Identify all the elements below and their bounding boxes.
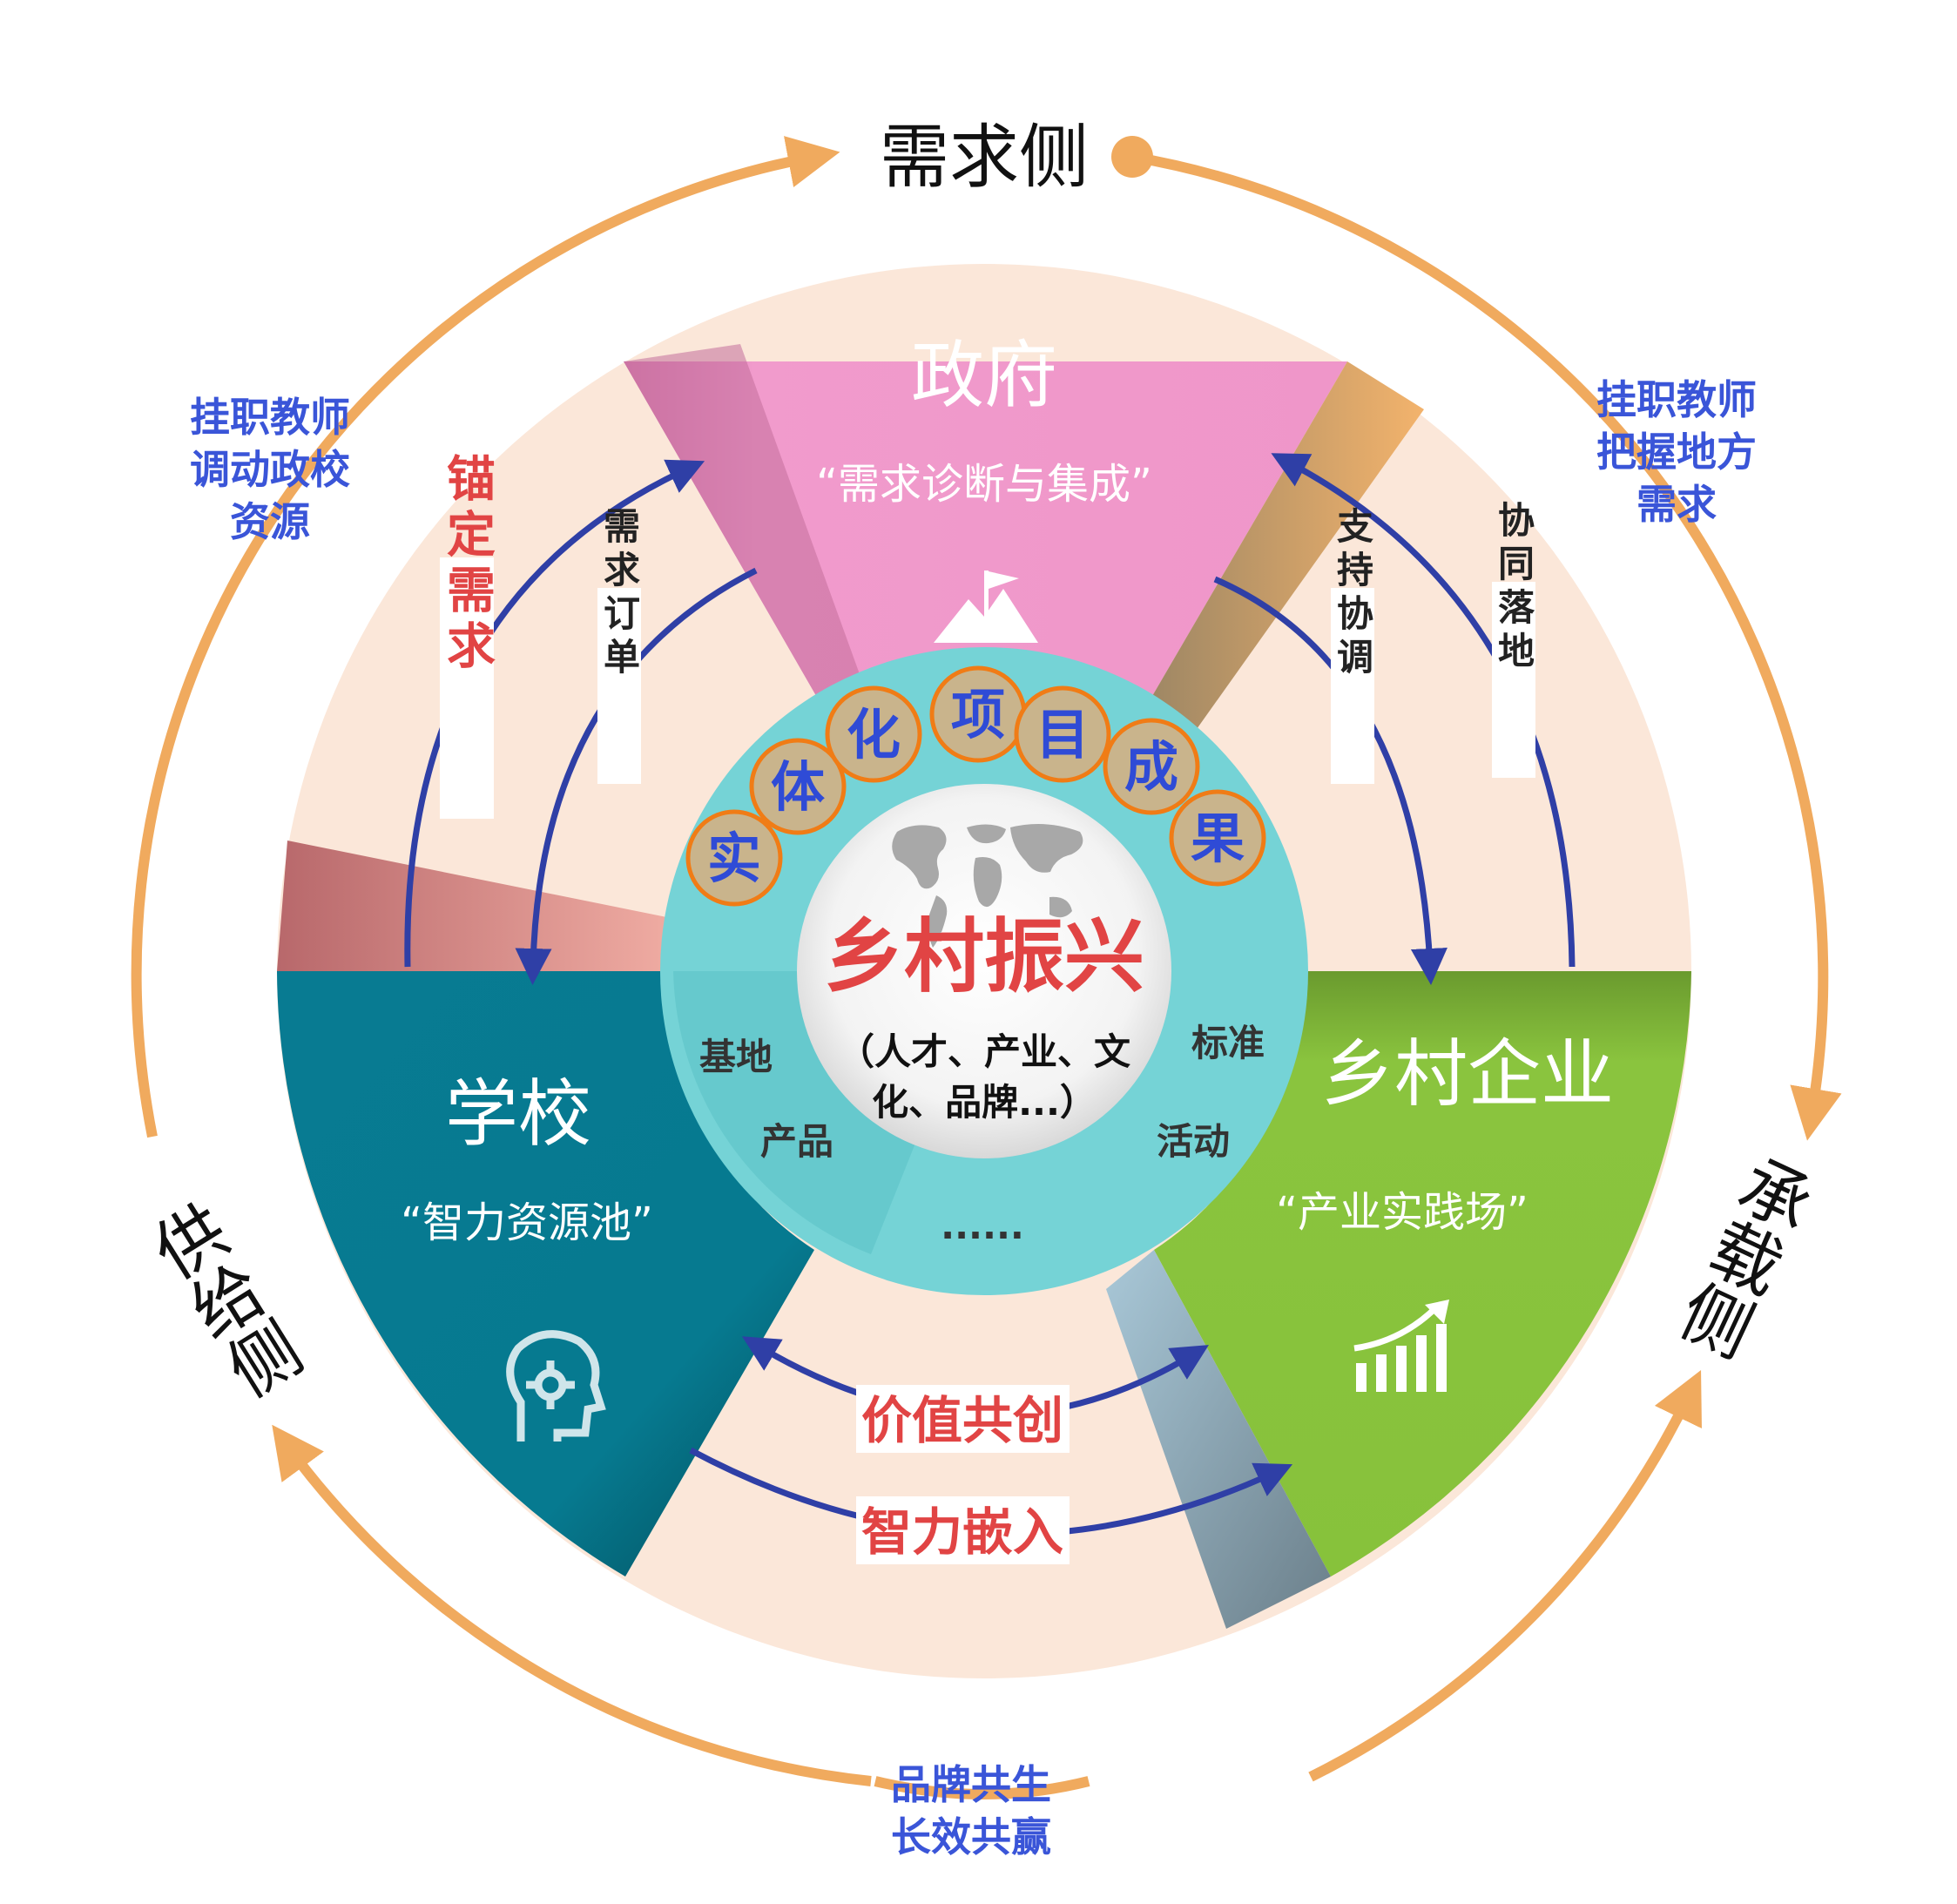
label-support-coord-text: 支持协调 bbox=[1332, 507, 1374, 681]
badge-circle bbox=[825, 685, 922, 783]
supply-side-label: 供给侧 bbox=[132, 1192, 312, 1413]
label-demand-order-text: 需求订单 bbox=[598, 507, 641, 681]
enterprise-subtitle: “产业实践场” bbox=[1276, 1188, 1528, 1237]
badge-character: 果 bbox=[1191, 807, 1245, 870]
enterprise-title: 乡村企业 bbox=[1321, 1031, 1614, 1117]
government-title: 政府 bbox=[911, 333, 1057, 418]
world-map-icon bbox=[892, 824, 1083, 948]
badge-circle bbox=[1169, 789, 1266, 887]
gov-sector-shadow bbox=[624, 344, 871, 723]
note-top-left: 挂职教师 调动政校 资源 bbox=[190, 394, 350, 545]
center-subtitle-line1: （人才、产业、文 bbox=[838, 1030, 1130, 1073]
badge-character: 目 bbox=[1036, 703, 1090, 766]
cycle-arrow-top-right bbox=[1111, 136, 1842, 1141]
label-value-cocreate-text: 价值共创 bbox=[861, 1391, 1063, 1450]
carrier-side-text: 承载侧 bbox=[1661, 1143, 1823, 1367]
badge-character: 实 bbox=[707, 827, 761, 890]
label-collab-landing: 协同落地 bbox=[1492, 501, 1535, 778]
cycle-arrow-bottom-center bbox=[874, 1776, 1090, 1799]
note-top-left-line2: 调动政校 bbox=[190, 446, 350, 493]
label-demand-order: 需求订单 bbox=[597, 507, 641, 784]
ring-item-base: 基地 bbox=[699, 1036, 773, 1078]
cycle-arrow-bottom-right bbox=[1308, 1369, 1702, 1782]
label-value-cocreate: 价值共创 bbox=[856, 1385, 1070, 1453]
demand-side-label: 需求侧 bbox=[880, 117, 1089, 198]
badge-character: 化 bbox=[847, 703, 901, 766]
label-anchor-demand-text: 锚定需求 bbox=[439, 453, 496, 676]
label-intellect-embed: 智力嵌入 bbox=[856, 1496, 1070, 1564]
badge-circle bbox=[685, 809, 783, 907]
pink-wedge bbox=[277, 841, 697, 971]
note-top-left-line3: 资源 bbox=[230, 498, 310, 545]
note-top-right-line2: 把握地方 bbox=[1596, 429, 1757, 476]
note-bottom-line1: 品牌共生 bbox=[891, 1761, 1051, 1808]
school-sector bbox=[277, 971, 814, 1577]
note-bottom-line2: 长效共赢 bbox=[891, 1813, 1051, 1860]
center-subtitle-line2: 化、品牌...） bbox=[872, 1081, 1097, 1124]
badge-character: 成 bbox=[1124, 735, 1178, 799]
project-results-badges: 实体化项目成果 bbox=[685, 665, 1266, 907]
center-title: 乡村振兴 bbox=[824, 910, 1144, 1003]
note-top-left-line1: 挂职教师 bbox=[190, 394, 350, 441]
bar-chart-growth-icon bbox=[1353, 1300, 1449, 1392]
cycle-arrow-top-left bbox=[131, 136, 840, 1138]
center-disk bbox=[797, 784, 1171, 1158]
note-top-right-line1: 挂职教师 bbox=[1596, 376, 1757, 423]
note-top-right-line3: 需求 bbox=[1636, 481, 1717, 528]
cycle-arrow-bottom-left bbox=[272, 1424, 872, 1786]
supply-side-text: 供给侧 bbox=[132, 1192, 312, 1413]
badge-circle bbox=[1014, 685, 1111, 783]
ring-item-product: 产品 bbox=[760, 1120, 833, 1163]
label-intellect-embed-text: 智力嵌入 bbox=[861, 1502, 1063, 1562]
ring-item-standard: 标准 bbox=[1191, 1022, 1265, 1064]
badge-character: 项 bbox=[951, 683, 1005, 746]
label-anchor-demand: 锚定需求 bbox=[439, 453, 496, 819]
label-collab-landing-text: 协同落地 bbox=[1493, 501, 1535, 675]
note-top-right: 挂职教师 把握地方 需求 bbox=[1596, 376, 1757, 528]
badge-circle bbox=[1103, 718, 1200, 815]
ring-item-more: ...... bbox=[941, 1205, 1024, 1247]
note-bottom: 品牌共生 长效共赢 bbox=[891, 1761, 1051, 1860]
label-support-coord: 支持协调 bbox=[1331, 507, 1374, 784]
arrow-demand-order bbox=[515, 567, 758, 985]
ring-item-activity: 活动 bbox=[1157, 1120, 1230, 1163]
summit-flag-icon bbox=[934, 571, 1038, 643]
school-subtitle: “智力资源池” bbox=[401, 1198, 653, 1247]
badge-circle bbox=[749, 738, 847, 835]
school-title: 学校 bbox=[445, 1071, 591, 1157]
government-subtitle: “需求诊断与集成” bbox=[816, 460, 1152, 509]
badge-character: 体 bbox=[771, 755, 825, 819]
head-brain-icon bbox=[506, 1330, 606, 1442]
carrier-side-label: 承载侧 bbox=[1661, 1143, 1823, 1367]
